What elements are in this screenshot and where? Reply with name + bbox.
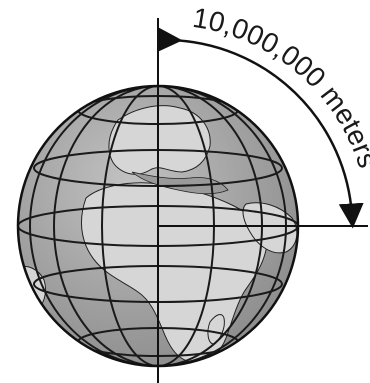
diagram-canvas: 10,000,000 meters	[0, 0, 370, 383]
globe-diagram: 10,000,000 meters	[0, 0, 370, 383]
